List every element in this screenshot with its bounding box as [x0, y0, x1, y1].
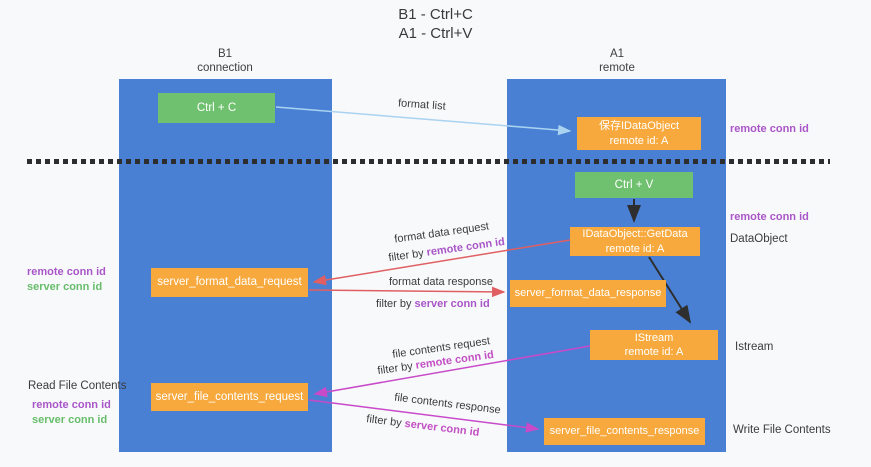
- annotation-left-server-conn-id-2: server conn id: [32, 414, 108, 426]
- node-idataobject-getdata: IDataObject::GetData remote id: A: [570, 227, 700, 256]
- server-conn-id-text: server conn id: [403, 417, 481, 439]
- node-ctrl-c: Ctrl + C: [158, 93, 275, 123]
- node-istream-line2: remote id: A: [624, 346, 684, 358]
- node-server-file-contents-request: server_file_contents_request: [151, 383, 308, 411]
- annotation-read-file-contents: Read File Contents: [28, 380, 127, 392]
- edge-label-filter-server-2: filter by server conn id: [366, 413, 480, 439]
- annotation-remote-conn-id-top: remote conn id: [730, 123, 809, 135]
- node-server-file-contents-response: server_file_contents_response: [544, 418, 705, 445]
- title-line-1: B1 - Ctrl+C: [398, 6, 473, 23]
- node-ctrl-v: Ctrl + V: [575, 172, 693, 198]
- filter-by-text: filter by: [376, 298, 415, 310]
- node-server-file-contents-response-label: server_file_contents_response: [549, 425, 700, 438]
- left-column-subtitle: connection: [197, 61, 253, 74]
- arrow-format-data-response: [308, 286, 506, 298]
- filter-by-text: filter by: [376, 359, 417, 378]
- node-ctrl-v-label: Ctrl + V: [614, 178, 654, 191]
- left-column-header: B1 connection: [155, 48, 295, 76]
- title-line-2: A1 - Ctrl+V: [398, 24, 473, 42]
- right-column-title: A1: [609, 48, 625, 60]
- annotation-left-server-conn-id-1: server conn id: [27, 281, 103, 293]
- server-conn-id-text: server conn id: [414, 298, 490, 310]
- node-save-idataobject: 保存IDataObject remote id: A: [577, 117, 701, 150]
- diagram-title: B1 - Ctrl+C A1 - Ctrl+V: [0, 6, 871, 44]
- edge-label-format-data-response: format data response: [389, 276, 493, 288]
- filter-by-text: filter by: [387, 246, 428, 265]
- dashed-separator-line: [27, 159, 830, 164]
- edge-label-file-contents-response: file contents response: [393, 391, 502, 417]
- node-server-file-contents-request-label: server_file_contents_request: [155, 390, 304, 403]
- annotation-left-remote-conn-id-1: remote conn id: [27, 266, 106, 278]
- annotation-write-file-contents: Write File Contents: [733, 424, 831, 436]
- annotation-dataobject: DataObject: [730, 233, 788, 245]
- node-server-format-data-response-label: server_format_data_response: [514, 287, 662, 300]
- node-server-format-data-request: server_format_data_request: [151, 268, 308, 297]
- node-istream-line1: IStream: [634, 331, 674, 344]
- node-idataobject-getdata-line2: remote id: A: [605, 242, 665, 255]
- annotation-left-remote-conn-id-2: remote conn id: [32, 399, 111, 411]
- node-idataobject-getdata-line1: IDataObject::GetData: [582, 228, 688, 241]
- node-server-format-data-request-label: server_format_data_request: [157, 276, 302, 289]
- annotation-remote-conn-id-mid: remote conn id: [730, 211, 809, 223]
- right-column-subtitle: remote: [599, 61, 635, 74]
- node-save-idataobject-line1: 保存IDataObject: [598, 120, 680, 133]
- node-ctrl-c-label: Ctrl + C: [196, 101, 237, 114]
- node-save-idataobject-line2: remote id: A: [609, 134, 669, 147]
- edge-label-filter-server-1: filter by server conn id: [376, 298, 490, 310]
- left-column-title: B1: [217, 48, 233, 60]
- right-column-header: A1 remote: [547, 48, 687, 76]
- edge-label-format-list: format list: [397, 97, 447, 113]
- filter-by-text: filter by: [365, 413, 406, 430]
- node-server-format-data-response: server_format_data_response: [510, 280, 666, 307]
- annotation-istream: Istream: [735, 341, 774, 353]
- node-istream: IStream remote id: A: [590, 330, 718, 360]
